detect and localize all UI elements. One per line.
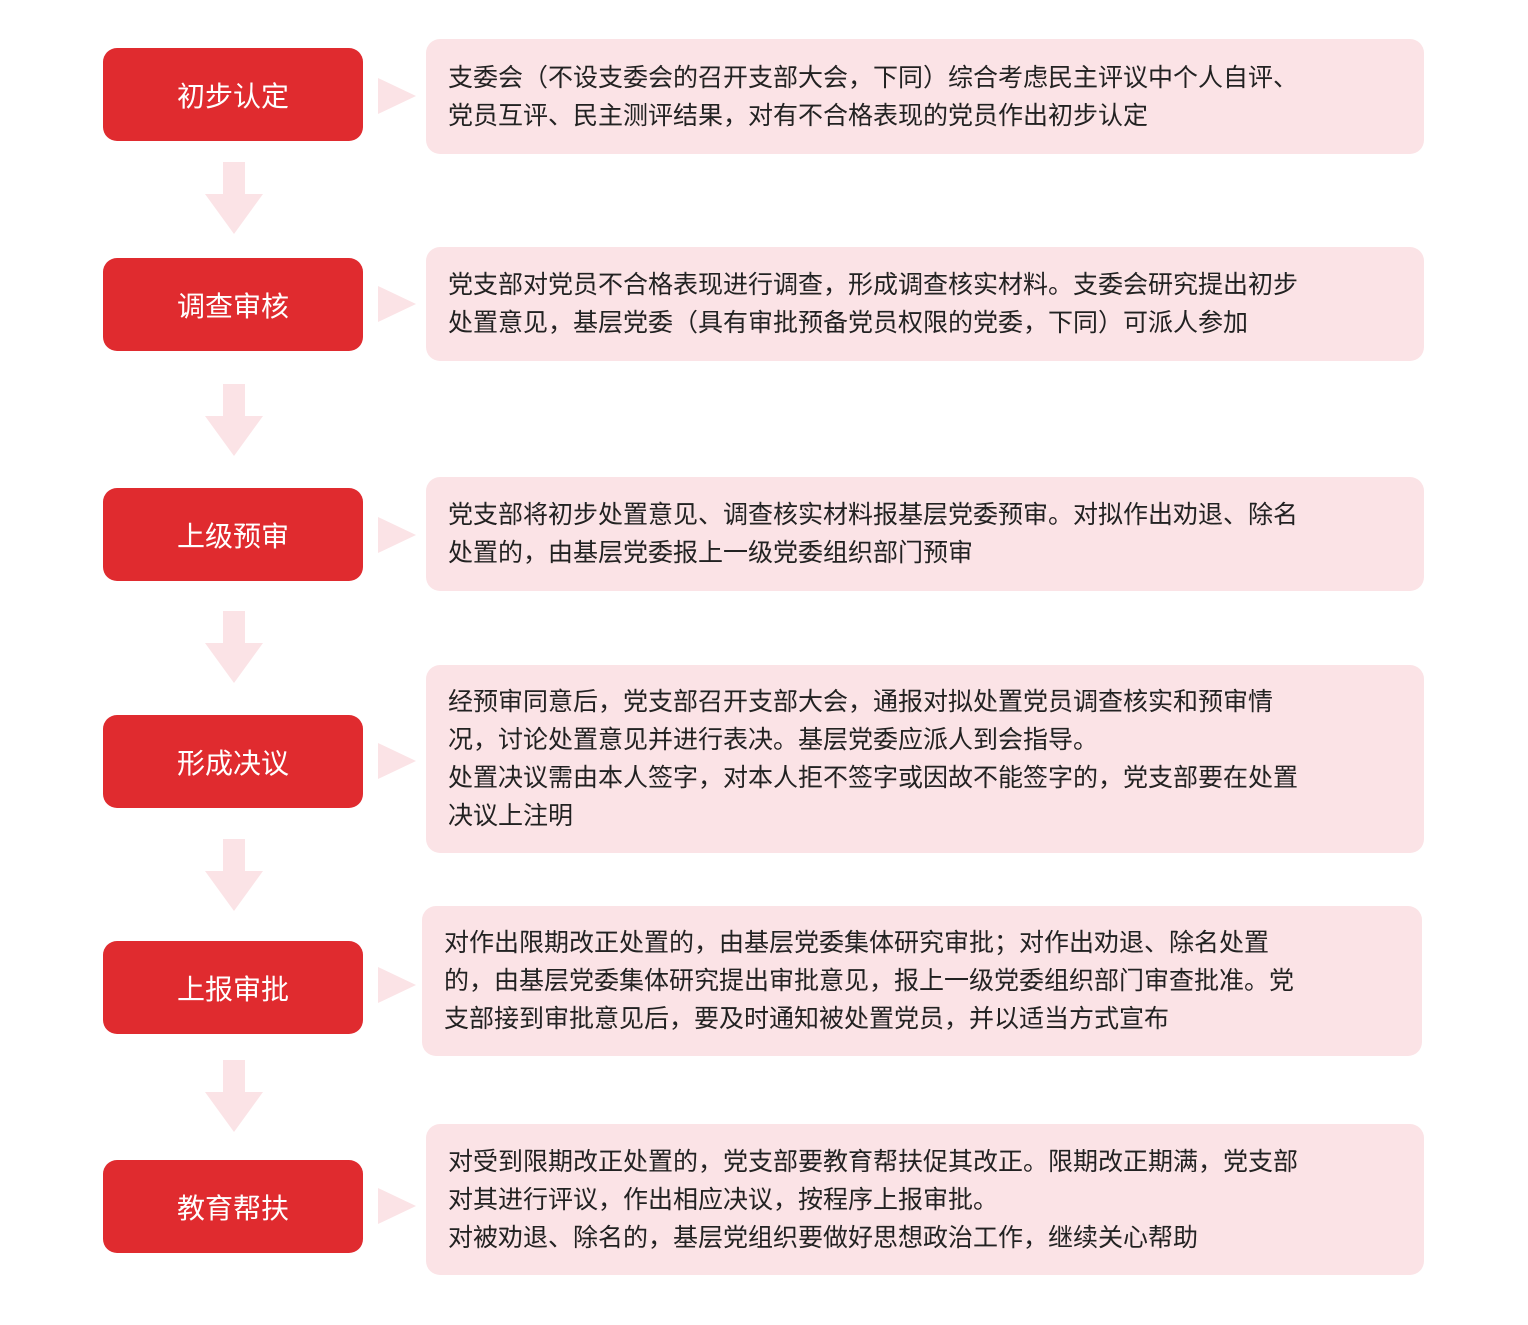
description-line: 况，讨论处置意见并进行表决。基层党委应派人到会指导。 [448, 725, 1099, 754]
description-line: 对其进行评议，作出相应决议，按程序上报审批。 [448, 1184, 999, 1214]
step-description-preliminary: 支委会（不设支委会的召开支部大会，下同）综合考虑民主评议中个人自评、 党员互评、… [426, 39, 1424, 154]
down-arrow-icon [205, 611, 263, 685]
description-line: 对受到限期改正处置的，党支部要教育帮扶促其改正。限期改正期满，党支部 [448, 1146, 1299, 1176]
description-line: 的，由基层党委集体研究提出审批意见，报上一级党委组织部门审查批准。党 [444, 966, 1295, 995]
step-label-prereview: 上级预审 [103, 488, 363, 581]
step-label-resolution: 形成决议 [103, 715, 363, 808]
step-description-approval: 对作出限期改正处置的，由基层党委集体研究审批；对作出劝退、除名处置 的，由基层党… [422, 906, 1422, 1056]
description-line: 支部接到审批意见后，要及时通知被处置党员，并以适当方式宣布 [444, 1004, 1170, 1033]
right-arrow-icon [378, 78, 416, 114]
step-description-investigation: 党支部对党员不合格表现进行调查，形成调查核实材料。支委会研究提出初步 处置意见，… [426, 247, 1424, 361]
step-label-education: 教育帮扶 [103, 1160, 363, 1253]
description-line: 处置的，由基层党委报上一级党委组织部门预审 [448, 538, 974, 567]
description-line: 党支部将初步处置意见、调查核实材料报基层党委预审。对拟作出劝退、除名 [448, 500, 1299, 529]
down-arrow-icon [205, 839, 263, 913]
down-arrow-icon [205, 162, 263, 236]
description-line: 处置决议需由本人签字，对本人拒不签字或因故不能签字的，党支部要在处置 [448, 763, 1299, 792]
description-line: 支委会（不设支委会的召开支部大会，下同）综合考虑民主评议中个人自评、 [448, 62, 1299, 92]
description-line: 对被劝退、除名的，基层党组织要做好思想政治工作，继续关心帮助 [448, 1222, 1199, 1252]
step-description-resolution: 经预审同意后，党支部召开支部大会，通报对拟处置党员调查核实和预审情 况，讨论处置… [426, 665, 1424, 853]
right-arrow-icon [378, 517, 416, 553]
right-arrow-icon [378, 743, 416, 779]
step-description-prereview: 党支部将初步处置意见、调查核实材料报基层党委预审。对拟作出劝退、除名 处置的，由… [426, 477, 1424, 591]
right-arrow-icon [378, 967, 416, 1003]
down-arrow-icon [205, 384, 263, 458]
step-label-investigation: 调查审核 [103, 258, 363, 351]
description-line: 党支部对党员不合格表现进行调查，形成调查核实材料。支委会研究提出初步 [448, 270, 1299, 299]
description-line: 对作出限期改正处置的，由基层党委集体研究审批；对作出劝退、除名处置 [444, 928, 1270, 957]
step-description-education: 对受到限期改正处置的，党支部要教育帮扶促其改正。限期改正期满，党支部 对其进行评… [426, 1124, 1424, 1275]
description-line: 决议上注明 [448, 801, 574, 830]
description-line: 经预审同意后，党支部召开支部大会，通报对拟处置党员调查核实和预审情 [448, 687, 1274, 716]
description-line: 党员互评、民主测评结果，对有不合格表现的党员作出初步认定 [448, 100, 1149, 130]
description-line: 处置意见，基层党委（具有审批预备党员权限的党委，下同）可派人参加 [448, 308, 1249, 337]
step-label-approval: 上报审批 [103, 941, 363, 1034]
right-arrow-icon [378, 1188, 416, 1224]
down-arrow-icon [205, 1060, 263, 1134]
right-arrow-icon [378, 286, 416, 322]
step-label-preliminary: 初步认定 [103, 48, 363, 141]
